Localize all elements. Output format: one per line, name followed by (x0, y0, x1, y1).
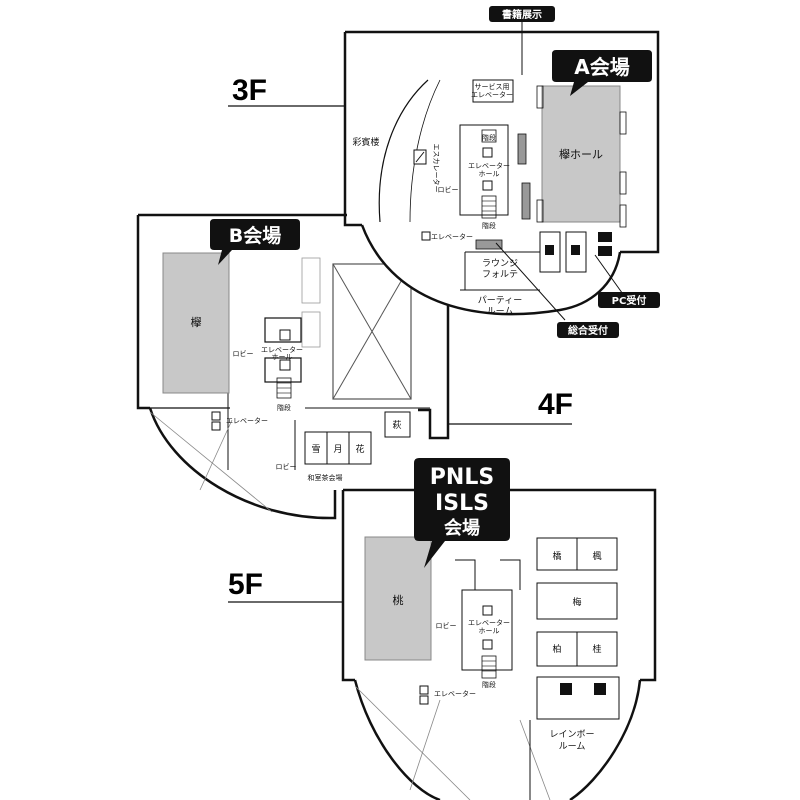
callout-pnls-line2: ISLS (435, 491, 489, 516)
room-hagi: 萩 (392, 420, 401, 431)
room-tsuki: 月 (333, 444, 342, 455)
callout-pnls-line3: 会場 (444, 517, 480, 539)
room-katsura: 桂 (592, 643, 601, 655)
elevator-hall-label-5f-2: ホール (479, 627, 500, 635)
floor-5f: 桃 ロビー エレベーター ホール 階段 エレベーター 橋 楓 梅 柏 桂 レイン… (341, 458, 657, 800)
stairs-label-5f: 階段 (482, 680, 496, 689)
hall-momo-5f (364, 536, 432, 661)
stairs-label-3f-top: 階段 (482, 133, 496, 142)
hall-label-4f: 欅 (191, 316, 202, 329)
party-label-1: パーティー (478, 295, 522, 306)
elevator-hall-label-4f-1: エレベーター (261, 345, 303, 354)
lobby-label-4f: ロビー (233, 349, 254, 358)
hall-label-5f: 桃 (393, 593, 404, 607)
elevator-label-4f: エレベーター (226, 416, 268, 425)
elevator-hall-label-3f-1: エレベーター (468, 161, 510, 170)
service-elevator-label-1: サービス用 (475, 82, 510, 91)
tag-book-exhibit-label: 書籍展示 (502, 8, 542, 21)
tag-pc-reception: PC受付 (598, 292, 660, 308)
floor-4f: 欅 エレベーター ホール ロビー 階段 エレベーター ロビー 雪 月 花 萩 和… (136, 213, 450, 520)
elevator-hall-label-4f-2: ホール (272, 353, 293, 361)
tag-general-reception-label: 総合受付 (568, 324, 608, 337)
stairs-label-4f: 階段 (277, 403, 291, 412)
rainbow-label-1: レインボー (549, 729, 594, 740)
rainbow-label-2: ルーム (559, 741, 586, 752)
party-label-2: ルーム (487, 306, 514, 317)
room-kashiwa: 柏 (552, 643, 561, 655)
floor-label-4f: 4F (448, 388, 573, 425)
escalator-label: エスカレーター (432, 144, 441, 193)
callout-pnls: PNLS ISLS 会場 (414, 458, 510, 568)
elevator-hall-label-3f-2: ホール (479, 170, 500, 178)
callout-a: A会場 (552, 50, 652, 96)
elevator-label-5f: エレベーター (434, 689, 476, 698)
lounge-label-1: ラウンジ (482, 258, 518, 269)
lobby2-label-4f: ロビー (276, 462, 297, 471)
room-yuki: 雪 (311, 444, 320, 455)
callout-b: B会場 (210, 219, 300, 265)
callout-pnls-line1: PNLS (430, 465, 494, 490)
hall-keyaki-3f (541, 85, 621, 223)
floor-3f: 欅ホール 彩賓楼 サービス用 エレベーター 階段 エレベーター ホール 階段 エ… (343, 6, 660, 338)
lobby-label-5f: ロビー (436, 621, 457, 630)
callout-b-label: B会場 (229, 224, 281, 247)
room-kaede: 楓 (592, 550, 601, 562)
service-elevator-label-2: エレベーター (471, 90, 513, 99)
callout-a-label: A会場 (574, 55, 629, 79)
elevator-label-3f: エレベーター (431, 232, 473, 241)
floor-label-3f: 3F (228, 74, 345, 107)
saikitou-label: 彩賓楼 (352, 136, 379, 148)
floor-label-4f-text: 4F (538, 388, 573, 421)
lounge-label-2: フォルテ (482, 269, 518, 280)
room-ume: 梅 (572, 596, 581, 608)
elevator-hall-label-5f-1: エレベーター (468, 618, 510, 627)
floor-label-5f-text: 5F (228, 568, 263, 601)
tag-pc-reception-label: PC受付 (612, 294, 647, 307)
hall-keyaki-4f (162, 252, 230, 394)
washitsu-label: 和室茶会場 (308, 473, 343, 482)
room-hashi: 橋 (552, 550, 561, 562)
lobby-label-3f: ロビー (438, 185, 459, 194)
tag-general-reception: 総合受付 (557, 322, 619, 338)
floor-label-3f-text: 3F (232, 74, 267, 107)
floor-label-5f: 5F (228, 568, 343, 603)
hall-label-3f: 欅ホール (559, 148, 603, 161)
stairs-label-3f: 階段 (482, 221, 496, 230)
tag-book-exhibit: 書籍展示 (489, 6, 555, 22)
room-hana: 花 (355, 443, 364, 455)
